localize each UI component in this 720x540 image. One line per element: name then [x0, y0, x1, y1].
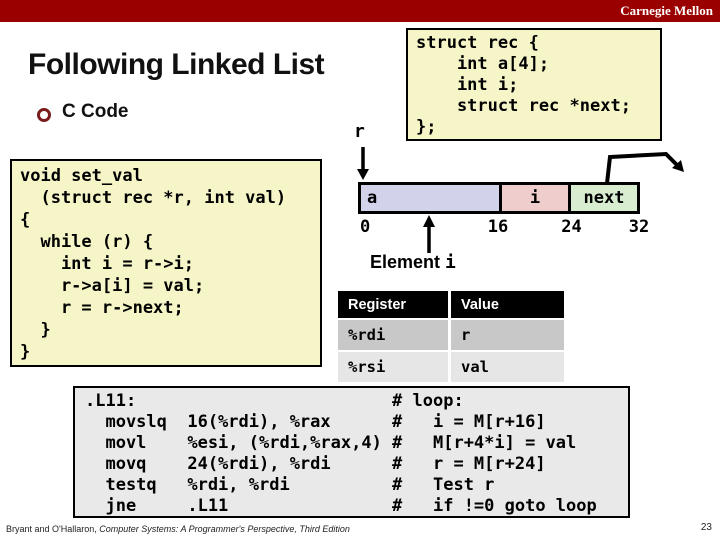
asm-line: jne .L11 # if !=0 goto loop — [85, 496, 597, 516]
field-next-label: next — [583, 188, 625, 208]
offset-16: 16 — [487, 217, 509, 237]
register-column-header: Register — [338, 291, 448, 318]
element-var: i — [445, 252, 456, 273]
table-cell-register: %rdi — [338, 320, 448, 350]
code-line: void set_val — [20, 166, 143, 186]
code-line: (struct rec *r, int val) — [20, 188, 287, 208]
byte-offsets-row: 0 16 24 32 — [358, 217, 649, 239]
r-pointer-label: r — [354, 121, 365, 142]
code-line: int a[4]; — [416, 54, 550, 74]
code-line: int i = r->i; — [20, 254, 194, 274]
offset-32: 32 — [628, 217, 650, 237]
code-line: } — [20, 342, 31, 362]
code-line: r = r->next; — [20, 298, 184, 318]
citation-authors: Bryant and O'Hallaron, — [6, 524, 100, 534]
asm-line: movl %esi, (%rdi,%rax,4) # M[r+4*i] = va… — [85, 433, 577, 453]
code-line: while (r) { — [20, 232, 154, 252]
c-code-box: void set_val (struct rec *r, int val) { … — [10, 159, 322, 367]
table-cell-value: val — [451, 352, 564, 382]
bullet-icon — [37, 108, 51, 122]
offset-0: 0 — [360, 217, 371, 237]
field-next-cell: next — [568, 185, 637, 211]
code-line: struct rec { — [416, 33, 539, 53]
value-column-header: Value — [451, 291, 564, 318]
field-a-label: a — [367, 188, 378, 208]
table-cell-value: r — [451, 320, 564, 350]
offset-24: 24 — [561, 217, 582, 237]
struct-memory-bar: a i next — [358, 182, 640, 214]
citation-book-title: Computer Systems: A Programmer's Perspec… — [99, 524, 350, 534]
register-table: Register Value %rdi r %rsi val — [338, 291, 564, 382]
table-cell-register: %rsi — [338, 352, 448, 382]
assembly-code-box: .L11: # loop: movslq 16(%rdi), %rax # i … — [73, 386, 630, 518]
code-line: int i; — [416, 75, 519, 95]
element-i-label: Element i — [370, 252, 456, 273]
code-line: }; — [416, 117, 437, 137]
code-line: r->a[i] = val; — [20, 276, 205, 296]
brand-logo: Carnegie Mellon — [620, 3, 713, 18]
page-title: Following Linked List — [28, 48, 325, 81]
field-i-label: i — [529, 188, 541, 208]
bullet-label: C Code — [62, 101, 129, 122]
r-pointer-arrow — [357, 147, 369, 180]
code-line: } — [20, 320, 51, 340]
field-i-cell: i — [499, 185, 568, 211]
asm-line: movslq 16(%rdi), %rax # i = M[r+16] — [85, 412, 546, 432]
asm-line: .L11: # loop: — [85, 391, 464, 411]
asm-line: testq %rdi, %rdi # Test r — [85, 475, 495, 495]
element-word: Element — [370, 252, 441, 272]
page-number: 23 — [700, 522, 712, 533]
code-line: struct rec *next; — [416, 96, 631, 116]
struct-definition-box: struct rec { int a[4]; int i; struct rec… — [406, 28, 662, 141]
header-bar: Carnegie Mellon — [0, 0, 720, 22]
asm-line: movq 24(%rdi), %rdi # r = M[r+24] — [85, 454, 546, 474]
code-line: { — [20, 210, 31, 230]
footer-citation: Bryant and O'Hallaron, Computer Systems:… — [6, 524, 350, 534]
field-a-cell: a — [361, 185, 499, 211]
